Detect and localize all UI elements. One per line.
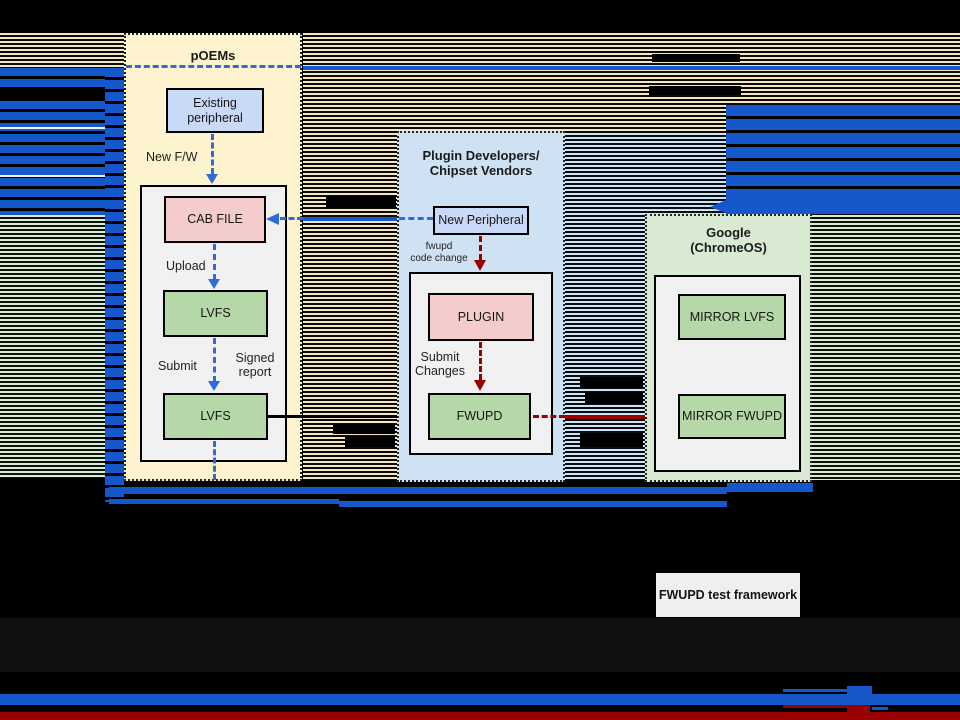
google-panel-title: Google (ChromeOS) <box>645 225 812 255</box>
arrow-fwupd-to-mirror-solid <box>565 415 645 419</box>
plugin-label: PLUGIN <box>457 309 505 324</box>
fwupd-code-change-line1: fwupd <box>425 241 453 252</box>
submit-label: Submit <box>158 359 197 373</box>
arrowhead-cab-to-lvfs <box>208 279 220 289</box>
stripe-column-blue <box>105 68 124 502</box>
lvfs-lower-node: LVFS <box>163 393 268 440</box>
glitch-blue-line-thin2 <box>872 707 888 710</box>
glitch-bar <box>649 86 741 95</box>
glitch-bar <box>0 88 105 98</box>
submit-changes-line1: Submit <box>420 350 460 364</box>
glitch-red-line-thin <box>783 705 848 708</box>
fwupd-code-change-line2: code change <box>410 253 468 264</box>
dashed-line-below-lvfs <box>213 441 216 480</box>
arrow-cab-to-lvfs <box>213 244 216 280</box>
arrowhead-existing-to-cab <box>206 174 218 184</box>
arrow-plugin-to-fwupd <box>479 342 482 380</box>
arrow-existing-to-cab <box>211 134 214 174</box>
stripe-zone-right-green <box>812 215 960 480</box>
arrow-newperiph-to-cab-right <box>399 217 433 220</box>
mirror-lvfs-label: MIRROR LVFS <box>689 309 775 324</box>
arrow-newperiph-to-plugin <box>479 236 482 260</box>
submit-changes-line2: Changes <box>414 364 466 378</box>
google-title-line1: Google <box>706 225 751 240</box>
fwupd-label: FWUPD <box>456 409 503 423</box>
bottom-blue-bar-a <box>109 487 727 494</box>
blue-band-notch <box>710 200 726 213</box>
signed-report-line2: report <box>238 365 272 379</box>
cab-file-label: CAB FILE <box>187 212 243 226</box>
glitch-line <box>0 127 105 129</box>
stripe-zone-above-plugin <box>397 33 565 131</box>
fwupd-node: FWUPD <box>428 393 531 440</box>
glitch-bar <box>580 433 643 447</box>
stripe-zone-right-blue <box>726 105 960 215</box>
arrowhead-plugin-to-fwupd <box>474 380 486 391</box>
arrow-newperiph-to-cab-solid <box>303 217 397 221</box>
bottom-blue-bar-full <box>0 694 960 705</box>
signed-report-line1: Signed <box>235 351 275 365</box>
arrow-lvfs-to-fwupd <box>268 415 418 418</box>
bottom-blue-bar-a2 <box>727 483 813 492</box>
stripe-zone-gap1 <box>303 33 397 480</box>
test-framework-label: FWUPD test framework <box>658 588 798 602</box>
lvfs-upper-label: LVFS <box>200 306 231 320</box>
arrowhead-lvfs-to-lvfs <box>208 381 220 391</box>
glitch-bar <box>333 424 395 434</box>
google-title-line2: (ChromeOS) <box>690 240 767 255</box>
glitch-bar <box>652 54 740 62</box>
submit-changes-label: Submit Changes <box>412 350 468 378</box>
lvfs-lower-label: LVFS <box>200 409 231 423</box>
plugin-title-line1: Plugin Developers/ <box>422 148 540 163</box>
mirror-lvfs-node: MIRROR LVFS <box>678 294 786 340</box>
arrow-lvfs-to-lvfs <box>213 338 216 382</box>
test-framework-box: FWUPD test framework <box>656 573 800 617</box>
glitch-bar <box>326 196 396 208</box>
stripe-zone-mid-top <box>565 33 726 133</box>
glitch-blue-line-thin <box>783 689 848 692</box>
arrow-fwupd-to-mirror-dash1 <box>533 415 565 418</box>
arrowhead-newperiph-to-plugin <box>474 260 486 271</box>
cab-file-node: CAB FILE <box>164 196 266 243</box>
glitch-blue-line <box>303 66 960 70</box>
arrow-newperiph-to-cab-left <box>280 217 303 220</box>
poems-divider-dashed-line <box>126 65 301 68</box>
glitch-bar <box>345 436 395 447</box>
arrowhead-newperiph-to-cab <box>266 213 279 225</box>
stripe-zone-left-green <box>0 215 105 478</box>
bottom-blue-bar-b1 <box>109 499 339 504</box>
glitch-bar <box>580 377 643 388</box>
plugin-node: PLUGIN <box>428 293 534 341</box>
poems-panel-title: pOEMs <box>190 48 236 63</box>
bottom-red-bar-full <box>0 712 960 720</box>
fwupd-code-change-label: fwupd code change <box>408 241 470 265</box>
bottom-blue-bar-b2 <box>339 501 727 507</box>
stripe-zone-top-left <box>0 33 124 68</box>
new-peripheral-node: New Peripheral <box>433 206 529 235</box>
plugin-panel-title: Plugin Developers/ Chipset Vendors <box>397 148 565 178</box>
glitch-line <box>0 175 105 177</box>
existing-peripheral-label: Existing peripheral <box>187 95 243 125</box>
plugin-title-line2: Chipset Vendors <box>429 163 533 178</box>
stripe-zone-gap2 <box>565 133 645 480</box>
new-fw-label: New F/W <box>146 150 198 164</box>
mirror-fwupd-label: MIRROR FWUPD <box>682 409 782 423</box>
new-peripheral-label: New Peripheral <box>438 213 524 227</box>
glitch-bar <box>585 392 643 404</box>
lvfs-upper-node: LVFS <box>163 290 268 337</box>
dark-band <box>0 618 960 672</box>
mirror-fwupd-node: MIRROR FWUPD <box>678 394 786 439</box>
existing-peripheral-node: Existing peripheral <box>166 88 264 133</box>
upload-label: Upload <box>166 259 206 273</box>
blue-band-top-right <box>726 200 960 213</box>
signed-report-label: Signed report <box>230 351 280 379</box>
